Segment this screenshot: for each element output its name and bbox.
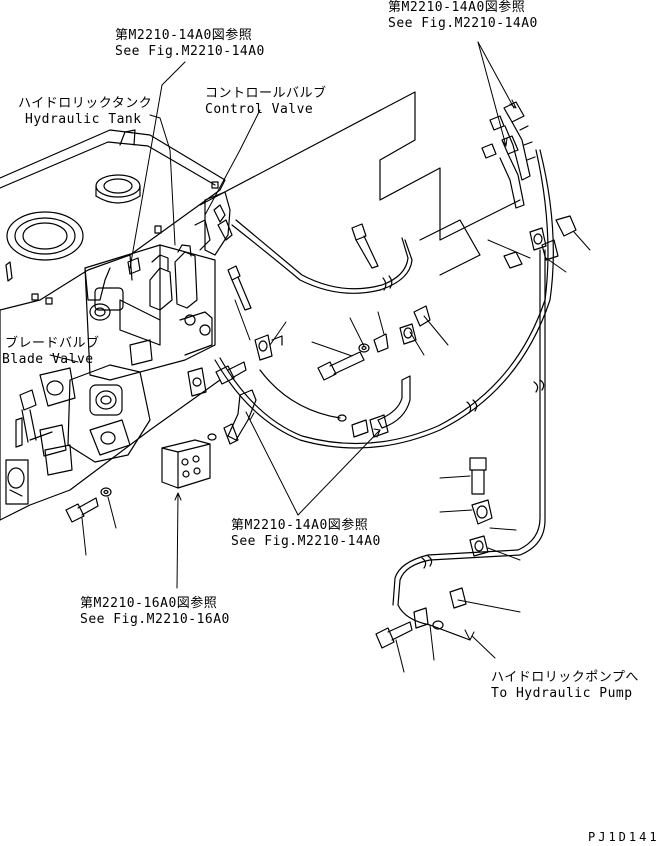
hydraulic-tank-label-jp: ハイドロリックタンク — [18, 96, 153, 111]
hose-fittings — [223, 101, 536, 445]
hoses — [214, 149, 554, 641]
blade-valve — [19, 339, 153, 476]
ref-label-middle-en: See Fig.M2210-14A0 — [231, 534, 381, 549]
control-valve — [84, 191, 233, 381]
ref-label-top-center-en: See Fig.M2210-14A0 — [115, 44, 265, 59]
hydraulic-tank-label-en: Hydraulic Tank — [25, 112, 142, 127]
flange-block-small — [187, 367, 207, 397]
leader-lines — [49, 41, 591, 673]
ref-label-top-right-jp: 第M2210-14A0図参照 — [388, 0, 526, 15]
control-valve-label-en: Control Valve — [205, 102, 314, 117]
frame-wall — [0, 379, 221, 521]
break-marks — [382, 275, 545, 569]
control-valve-label-jp: コントロールバルブ — [205, 86, 327, 101]
ref-label-top-center-jp: 第M2210-14A0図参照 — [115, 28, 253, 43]
ref-label-middle-jp: 第M2210-14A0図参照 — [231, 518, 369, 533]
drawing-code: PJ1D141 — [588, 830, 660, 844]
hydraulic-pump-label-en: To Hydraulic Pump — [491, 686, 633, 701]
hydraulic-pump-label-jp: ハイドロリックポンプへ — [491, 670, 639, 685]
ref-label-bottom-en: See Fig.M2210-16A0 — [80, 612, 230, 627]
washers — [100, 343, 444, 630]
blade-valve-label-en: Blade Valve — [2, 352, 94, 367]
clamps — [254, 215, 577, 629]
blade-valve-label-jp: ブレードバルブ — [5, 336, 100, 351]
hydraulic-tank — [0, 129, 226, 521]
flange-block — [161, 439, 211, 489]
guard-outline — [199, 91, 521, 276]
ref-label-bottom-jp: 第M2210-16A0図参照 — [80, 596, 218, 611]
bolts — [65, 351, 487, 649]
ref-label-top-right-en: See Fig.M2210-14A0 — [388, 16, 538, 31]
